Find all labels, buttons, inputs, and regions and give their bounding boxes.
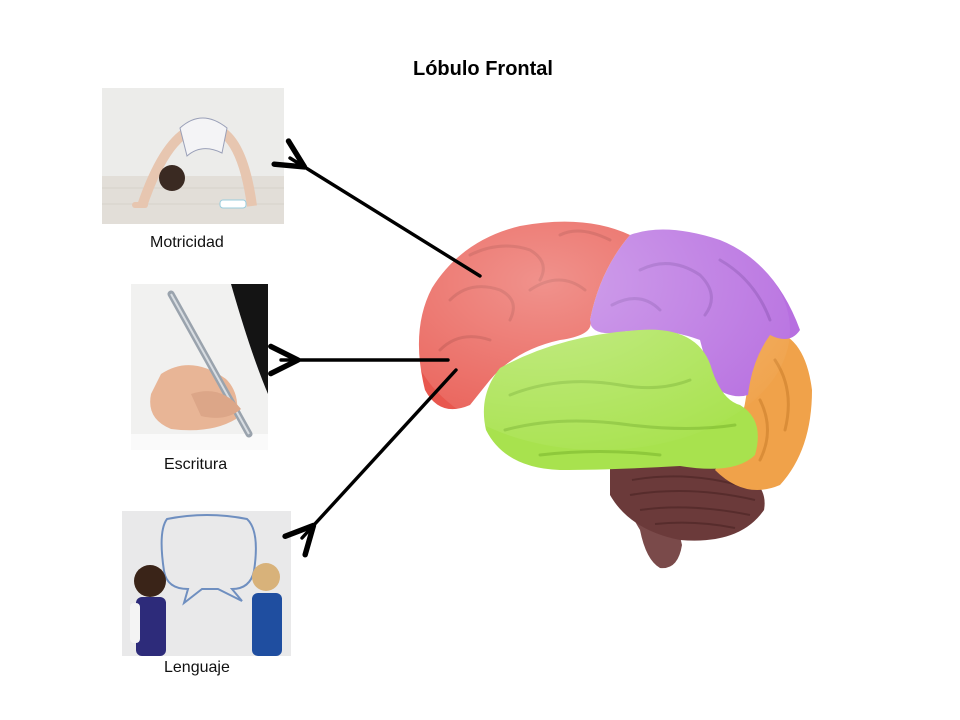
function-label-motricidad: Motricidad xyxy=(150,234,224,251)
motricidad-photo xyxy=(102,88,284,224)
function-label-escritura: Escritura xyxy=(164,456,228,473)
arrow-to-lenguaje xyxy=(282,368,458,558)
lenguaje-photo xyxy=(122,511,291,656)
arrow-to-motricidad xyxy=(271,138,482,278)
diagram-title: Lóbulo Frontal xyxy=(413,58,553,80)
function-label-lenguaje: Lenguaje xyxy=(164,659,230,676)
escritura-photo xyxy=(131,284,268,450)
